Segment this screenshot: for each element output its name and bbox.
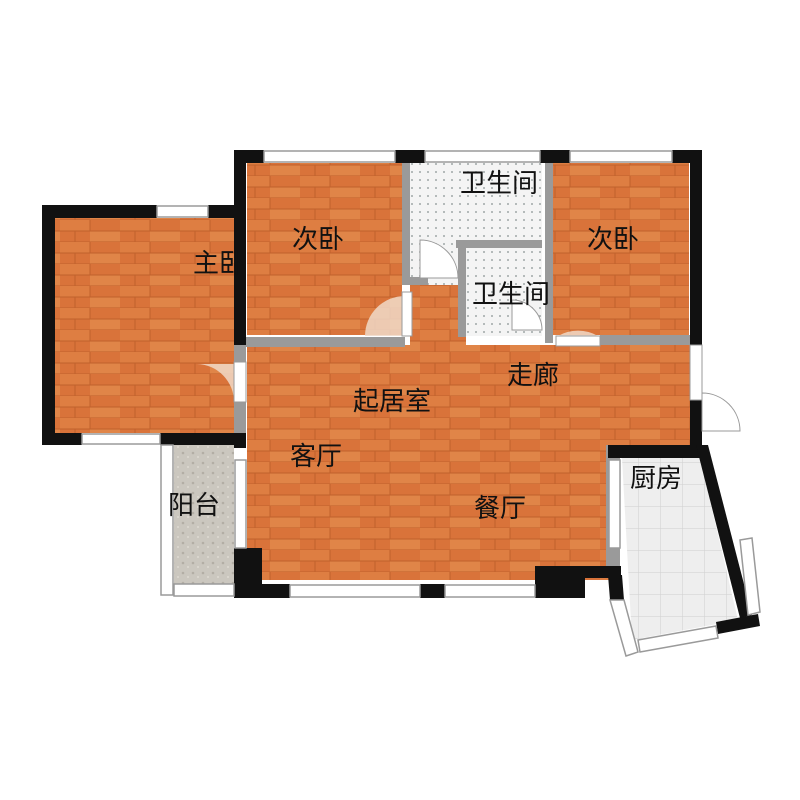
living-area-floor bbox=[247, 345, 692, 445]
label-living-room: 客厅 bbox=[290, 442, 342, 472]
label-master-bedroom: 主卧 bbox=[193, 249, 245, 279]
room-labels: 主卧 次卧 卫生间 次卧 卫生间 起居室 走廊 客厅 阳台 厨房 餐厅 bbox=[168, 169, 682, 524]
corridor-floor-top bbox=[410, 285, 466, 347]
exterior-walls bbox=[42, 150, 760, 634]
label-kitchen: 厨房 bbox=[630, 464, 682, 494]
label-dining-room: 餐厅 bbox=[474, 494, 526, 524]
window-bathroom-top bbox=[424, 150, 541, 163]
door-entrance bbox=[689, 344, 741, 432]
window-master-top bbox=[156, 205, 209, 218]
door-bathroom-small bbox=[511, 299, 543, 331]
window-master-bottom bbox=[81, 433, 161, 445]
label-bathroom-top: 卫生间 bbox=[460, 169, 538, 199]
label-corridor: 走廊 bbox=[507, 361, 559, 391]
door-second-bedroom-left bbox=[365, 291, 413, 337]
floors bbox=[55, 163, 738, 640]
second-bedroom-right-floor bbox=[553, 163, 689, 335]
label-second-bedroom-right: 次卧 bbox=[587, 225, 639, 255]
window-bedroom-right-top bbox=[569, 150, 673, 163]
label-second-bedroom-left: 次卧 bbox=[292, 225, 344, 255]
window-balcony-left bbox=[160, 444, 174, 596]
window-bedroom-left-top bbox=[263, 150, 396, 163]
windows bbox=[81, 150, 761, 657]
door-bathroom-top bbox=[419, 239, 459, 279]
window-kitchen-bottom bbox=[637, 625, 719, 653]
window-balcony-bottom bbox=[173, 583, 235, 597]
master-bedroom-floor bbox=[55, 218, 235, 433]
living-dining-floor bbox=[247, 440, 609, 580]
balcony-floor bbox=[174, 444, 234, 584]
label-living-area: 起居室 bbox=[353, 387, 431, 417]
label-balcony: 阳台 bbox=[168, 491, 220, 521]
label-bathroom-small: 卫生间 bbox=[472, 280, 550, 310]
window-kitchen-lower bbox=[609, 599, 639, 657]
window-kitchen-inner bbox=[608, 459, 621, 549]
window-living-bottom-2 bbox=[444, 584, 536, 598]
window-kitchen-right bbox=[739, 537, 761, 616]
second-bedroom-left-floor bbox=[247, 163, 402, 335]
kitchen-floor bbox=[622, 458, 738, 640]
window-balcony-inner bbox=[234, 459, 247, 549]
door-master-bedroom bbox=[197, 361, 247, 403]
window-living-bottom-1 bbox=[289, 584, 421, 598]
doors bbox=[197, 239, 741, 432]
door-second-bedroom-right bbox=[555, 330, 601, 347]
